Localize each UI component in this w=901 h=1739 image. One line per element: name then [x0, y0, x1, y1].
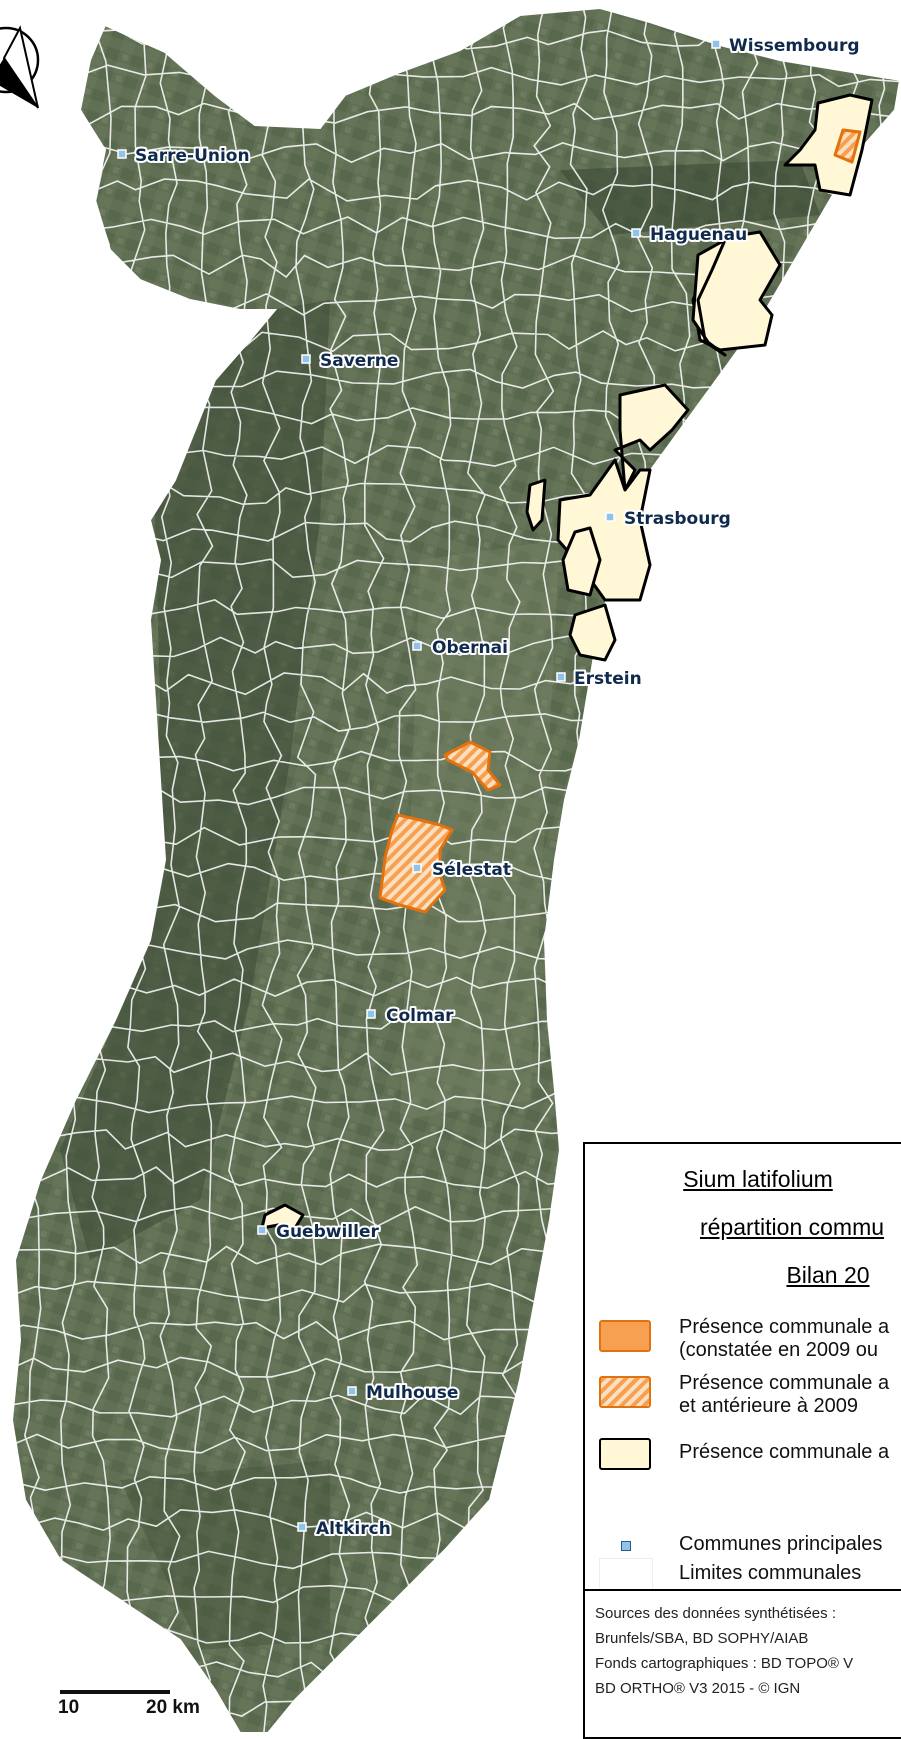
city-marker [347, 1386, 357, 1396]
city-obernai: Obernai [412, 636, 510, 660]
city-colmar: Colmar [366, 1004, 456, 1028]
legend-title-line3: Bilan 20 [786, 1262, 870, 1288]
sources-line: Fonds cartographiques : BD TOPO® V [595, 1655, 854, 1672]
legend-title-line1: Sium latifolium [683, 1166, 833, 1192]
legend-item-line: et antérieure à 2009 [679, 1395, 859, 1417]
commune-strasbourg-west [525, 478, 547, 532]
city-mulhouse: Mulhouse [347, 1381, 460, 1405]
city-sarre-union: Sarre-Union [117, 144, 252, 168]
city-label: Guebwiller [276, 1222, 379, 1242]
legend-city-marker-icon [621, 1541, 631, 1551]
city-altkirch: Altkirch [297, 1517, 393, 1541]
sources-line: BD ORTHO® V3 2015 - © IGN [595, 1680, 801, 1697]
legend-title-line2: répartition commu [699, 1214, 885, 1240]
north-arrow-icon [0, 25, 40, 109]
city-layer: Wissembourg Sarre-Union Haguenau Saverne… [117, 34, 862, 1541]
city-label: Wissembourg [729, 36, 860, 56]
city-marker [257, 1225, 267, 1235]
sources-line: Sources des données synthétisées : [595, 1605, 836, 1622]
city-label: Strasbourg [624, 509, 731, 529]
legend-item-line: Présence communale a [679, 1316, 890, 1338]
city-guebwiller: Guebwiller [257, 1220, 381, 1244]
scale-label-10: 10 [58, 1697, 80, 1718]
legend-swatch-orange [599, 1320, 651, 1352]
commune-strasbourg-south [561, 526, 602, 597]
commune-seltz-hatched [833, 128, 862, 164]
legend-swatch-hatched [599, 1376, 651, 1408]
forest-haguenau [560, 160, 820, 235]
commune-haguenau-west [691, 238, 727, 357]
plain-light [400, 540, 560, 1120]
commune-benfeld-hatched [443, 740, 502, 792]
commune-lauterbourg [783, 93, 874, 197]
city-marker [297, 1522, 307, 1532]
city-marker [301, 354, 311, 364]
city-marker [631, 228, 641, 238]
legend-item-line: (constatée en 2009 ou [679, 1339, 879, 1361]
scale-bar [60, 1690, 170, 1694]
city-marker [117, 149, 127, 159]
city-label: Mulhouse [366, 1383, 458, 1403]
city-marker [556, 672, 566, 682]
presence-old-communes [260, 93, 874, 1230]
city-label: Haguenau [650, 225, 747, 245]
legend-swatch-limits [599, 1558, 653, 1592]
city-label: Altkirch [316, 1519, 391, 1539]
city-label: Colmar [386, 1006, 454, 1026]
city-label: Erstein [574, 669, 642, 689]
legend-swatch-cream [599, 1438, 651, 1470]
sources-line: Brunfels/SBA, BD SOPHY/AIAB [595, 1630, 809, 1647]
city-marker [412, 863, 422, 873]
city-label: Obernai [432, 638, 508, 658]
legend-item-line: Communes principales [679, 1533, 883, 1555]
city-haguenau: Haguenau [631, 223, 749, 247]
city-saverne: Saverne [301, 349, 400, 373]
scale-bar-line [60, 1690, 170, 1694]
scale-label-20: 20 km [146, 1697, 200, 1718]
city-label: Saverne [320, 351, 398, 371]
legend-panel: Sium latifolium répartition commu Bilan … [583, 1142, 901, 1592]
commune-erstein-north [568, 603, 617, 662]
commune-strasbourg-north [613, 383, 690, 492]
city-strasbourg: Strasbourg [605, 507, 733, 531]
legend-item-line: Présence communale a [679, 1372, 890, 1394]
city-erstein: Erstein [556, 667, 644, 691]
city-selestat: Sélestat [412, 858, 513, 882]
city-label: Sélestat [432, 860, 511, 880]
city-label: Sarre-Union [135, 146, 250, 166]
sources-panel: Sources des données synthétisées : Brunf… [583, 1589, 901, 1739]
city-marker [366, 1009, 376, 1019]
legend-item-line: Limites communales [679, 1562, 862, 1584]
city-marker [711, 39, 721, 49]
legend-item-line: Présence communale a [679, 1441, 890, 1463]
city-marker [412, 641, 422, 651]
territory-outline [10, 6, 901, 1733]
city-marker [605, 512, 615, 522]
city-wissembourg: Wissembourg [711, 34, 862, 58]
